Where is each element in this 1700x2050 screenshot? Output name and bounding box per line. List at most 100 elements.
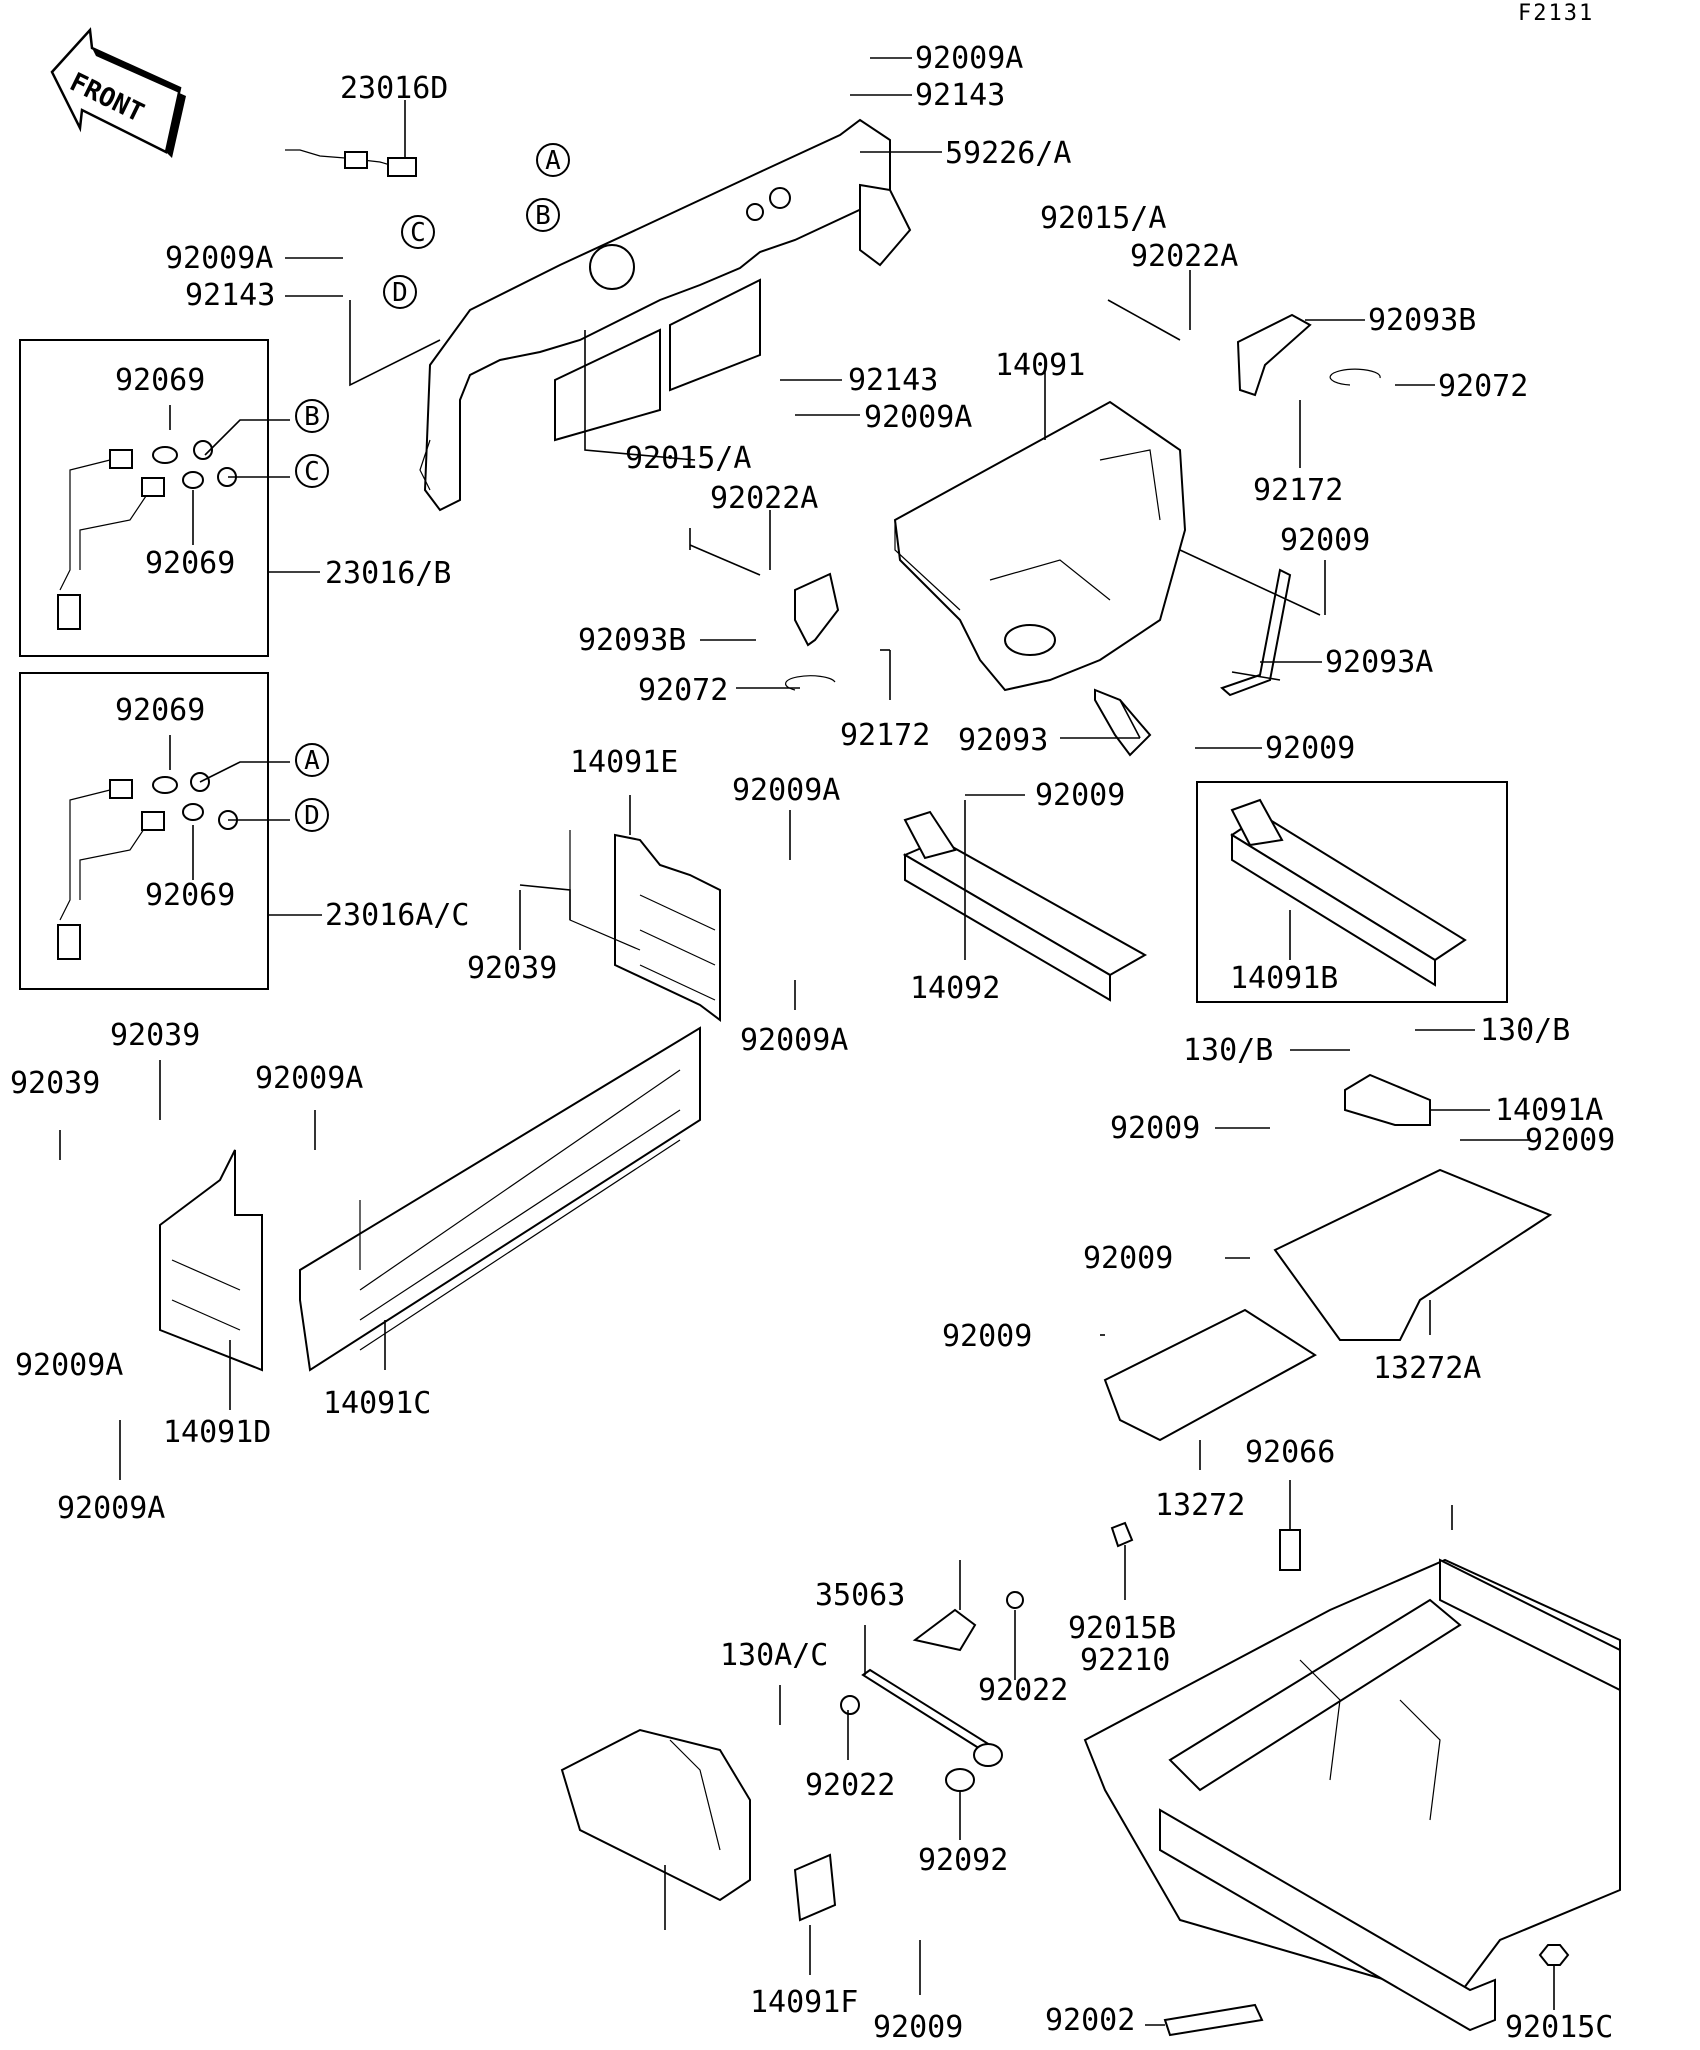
svg-text:D: D [304, 801, 320, 831]
label-92015c: 92015C [1505, 2010, 1613, 2045]
label-92009-b: 92009 [1525, 1123, 1615, 1158]
front-arrow-icon: FRONT [50, 27, 186, 158]
label-92009-bot: 92009 [873, 2010, 963, 2045]
svg-text:C: C [410, 218, 426, 248]
svg-text:D: D [392, 278, 408, 308]
label-92172-mid: 92172 [840, 718, 930, 753]
label-92069-2: 92069 [145, 546, 235, 581]
label-59226a: 59226/A [945, 136, 1071, 171]
label-92022a-right: 92022A [1130, 239, 1238, 274]
svg-text:B: B [304, 402, 320, 432]
label-92069-4: 92069 [145, 878, 235, 913]
svg-text:C: C [304, 457, 320, 487]
harness-23016b-shape [57, 440, 237, 630]
label-130ac: 130A/C [720, 1638, 828, 1673]
rod-35063-shape [840, 1521, 1134, 1792]
label-130b-2: 130/B [1480, 1013, 1570, 1048]
bracket-92093b-right-shape [1236, 313, 1312, 397]
label-14092: 14092 [910, 971, 1000, 1006]
label-92143-mid: 92143 [848, 363, 938, 398]
label-13272: 13272 [1155, 1488, 1245, 1523]
bracket-92093-shape [1094, 688, 1152, 757]
tray-14091-shape [893, 400, 1187, 692]
panel-14091d-shape [159, 1149, 263, 1372]
label-14091c: 14091C [323, 1386, 431, 1421]
label-92069-1: 92069 [115, 363, 205, 398]
callout-d-inset: D [295, 798, 329, 832]
label-14091a: 14091A [1495, 1093, 1603, 1128]
label-92022a-mid: 92022A [710, 481, 818, 516]
dash-panel-shape [419, 118, 912, 512]
label-92039-2: 92039 [10, 1066, 100, 1101]
svg-text:A: A [304, 746, 320, 776]
label-14091d: 14091D [163, 1415, 271, 1450]
inset-box-23016ac [19, 672, 269, 990]
figure-code: F2131 [1518, 1, 1594, 26]
label-92143-left: 92143 [185, 278, 275, 313]
label-23016b: 23016/B [325, 556, 451, 591]
label-92015a-right: 92015/A [1040, 201, 1166, 236]
label-92009a-left: 92009A [165, 241, 273, 276]
plate-13272-shape [1103, 1308, 1317, 1442]
callout-d-top: D [383, 275, 417, 309]
label-92092: 92092 [918, 1843, 1008, 1878]
leader-lines [59, 57, 1555, 2026]
svg-text:B: B [535, 201, 551, 231]
label-92015b: 92015B [1068, 1611, 1176, 1646]
label-92066: 92066 [1245, 1435, 1335, 1470]
frame-assembly-shape [1083, 1529, 1621, 2032]
label-92009-c: 92009 [1083, 1241, 1173, 1276]
callout-a-top: A [536, 143, 570, 177]
panel-14091c-shape [299, 1026, 701, 1372]
label-92015a-mid: 92015/A [625, 441, 751, 476]
label-92093: 92093 [958, 723, 1048, 758]
callout-c-top: C [401, 215, 435, 249]
bracket-92093a-shape [1220, 568, 1292, 697]
harness-23016ac-shape [57, 772, 238, 960]
part-labels: 23016D 92009A 92143 59226/A 92009A 92143… [10, 41, 1615, 2045]
label-23016d: 23016D [340, 71, 448, 106]
label-35063: 35063 [815, 1578, 905, 1613]
nut-92015c-shape [1538, 1944, 1570, 1966]
label-92009a-c1: 92009A [255, 1061, 363, 1096]
callout-b-top: B [526, 198, 560, 232]
label-92009-r2: 92009 [1265, 731, 1355, 766]
label-92009a-e1: 92009A [732, 773, 840, 808]
label-14091f: 14091F [750, 1985, 858, 2020]
bracket-14091a-shape [1344, 1073, 1431, 1126]
label-92009a-top: 92009A [915, 41, 1023, 76]
label-92009a-mid: 92009A [864, 400, 972, 435]
inset-box-23016b [19, 339, 269, 657]
left-frame-shape [560, 1728, 837, 1922]
label-92093b-right: 92093B [1368, 303, 1476, 338]
label-92009a-c3: 92009A [57, 1491, 165, 1526]
label-92009a-e2: 92009A [740, 1023, 848, 1058]
bracket-92093b-mid-shape [794, 572, 840, 647]
label-92093b-mid: 92093B [578, 623, 686, 658]
clip-92072-mid-shape [785, 675, 836, 691]
label-14091: 14091 [995, 348, 1085, 383]
label-92009-14092: 92009 [1035, 778, 1125, 813]
label-92009-d: 92009 [942, 1319, 1032, 1354]
label-92009a-c2: 92009A [15, 1348, 123, 1383]
label-92022-2: 92022 [805, 1768, 895, 1803]
label-13272a: 13272A [1373, 1351, 1481, 1386]
label-92039-e: 92039 [467, 951, 557, 986]
harness-23016d-shape [285, 149, 417, 177]
panel-14091b-shape [1230, 798, 1467, 987]
callout-c-inset: C [295, 454, 329, 488]
label-92039-1: 92039 [110, 1018, 200, 1053]
label-92009-r1: 92009 [1280, 523, 1370, 558]
label-92072-right: 92072 [1438, 369, 1528, 404]
label-23016ac: 23016A/C [325, 898, 470, 933]
label-92069-3: 92069 [115, 693, 205, 728]
svg-text:A: A [545, 146, 561, 176]
clip-92072-right-shape [1329, 368, 1381, 386]
label-92072-mid: 92072 [638, 673, 728, 708]
label-14091e: 14091E [570, 745, 678, 780]
label-92210: 92210 [1080, 1643, 1170, 1678]
label-92009-a: 92009 [1110, 1111, 1200, 1146]
plate-13272a-shape [1273, 1168, 1553, 1341]
label-92143-top: 92143 [915, 78, 1005, 113]
